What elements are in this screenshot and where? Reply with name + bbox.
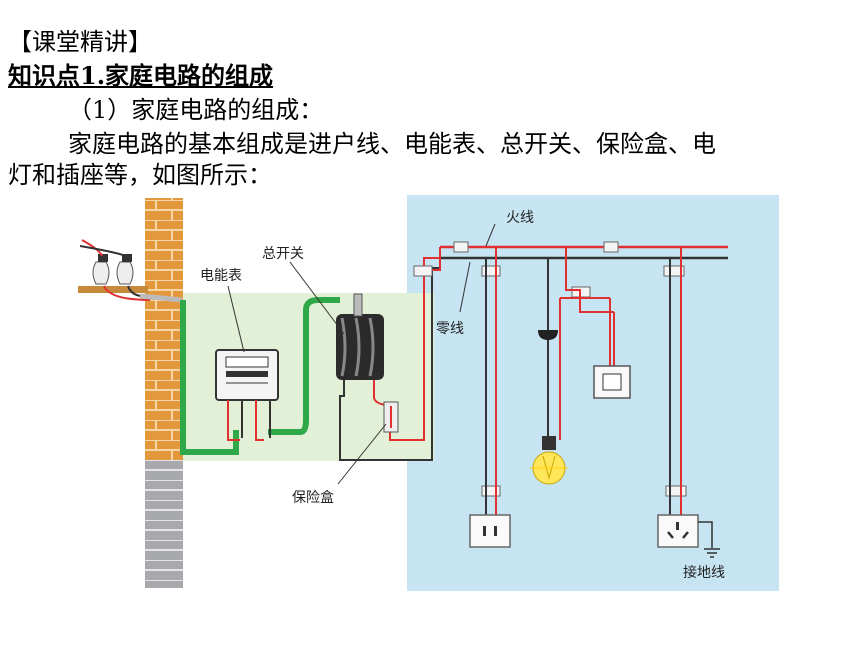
subheading: （1）家庭电路的组成： — [68, 96, 324, 124]
three-hole-socket — [657, 514, 713, 548]
label-leaders — [227, 223, 496, 485]
label-live-wire: 火线 — [506, 210, 534, 226]
socket-branch — [485, 247, 497, 515]
ground-symbol — [704, 548, 720, 558]
light-bulb — [530, 436, 568, 485]
section-heading: 【课堂精讲】 — [8, 28, 152, 56]
label-fuse-box: 保险盒 — [292, 489, 334, 506]
fuse-box — [383, 401, 399, 433]
electric-meter — [215, 349, 279, 441]
main-switch — [336, 257, 440, 461]
room-background — [407, 195, 779, 591]
outdoor-insulators — [78, 239, 183, 303]
wall-lower — [145, 460, 183, 588]
meter-to-switch-conduit — [268, 297, 340, 435]
label-meter: 电能表 — [200, 268, 242, 284]
brick-wall — [145, 198, 183, 460]
lamp-branch — [547, 247, 615, 440]
paragraph-line-1: 家庭电路的基本组成是进户线、电能表、总开关、保险盒、电 — [68, 130, 716, 158]
label-main-switch: 总开关 — [262, 246, 304, 262]
paragraph-line-2: 灯和插座等，如图所示： — [8, 161, 272, 189]
knowledge-point-title: 知识点1.家庭电路的组成 — [8, 61, 274, 90]
label-neutral-wire: 零线 — [436, 321, 464, 337]
two-hole-socket — [469, 514, 511, 548]
ceiling-rose — [538, 330, 558, 340]
grounded-socket-branch — [669, 247, 682, 515]
light-switch — [593, 365, 631, 399]
label-ground-wire: 接地线 — [683, 564, 725, 581]
live-drop — [432, 247, 441, 271]
